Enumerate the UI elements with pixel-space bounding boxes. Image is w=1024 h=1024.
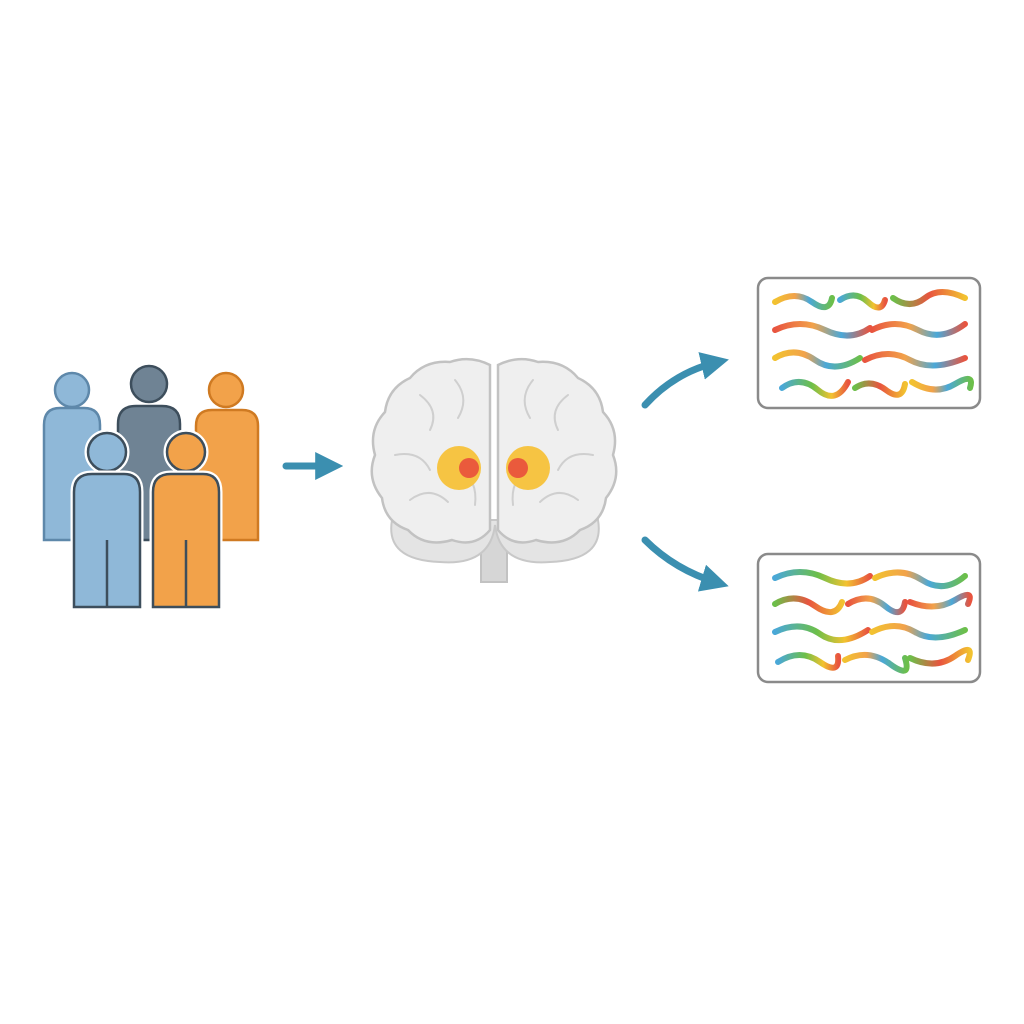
person-icon-front-left bbox=[70, 429, 144, 611]
arrow-branch-down-icon bbox=[641, 536, 729, 592]
brain-left-hemisphere bbox=[370, 357, 492, 544]
brain-icon bbox=[370, 357, 618, 583]
strand-panel-bottom bbox=[756, 552, 982, 684]
brain-right-hemisphere bbox=[496, 357, 618, 544]
strand-panel-top bbox=[756, 276, 982, 410]
arrow-branch-up-icon bbox=[641, 352, 729, 409]
person-icon-front-right bbox=[149, 429, 223, 611]
hotspot-right bbox=[506, 446, 550, 490]
people-group-icon bbox=[42, 364, 260, 611]
hotspot-left bbox=[437, 446, 481, 490]
